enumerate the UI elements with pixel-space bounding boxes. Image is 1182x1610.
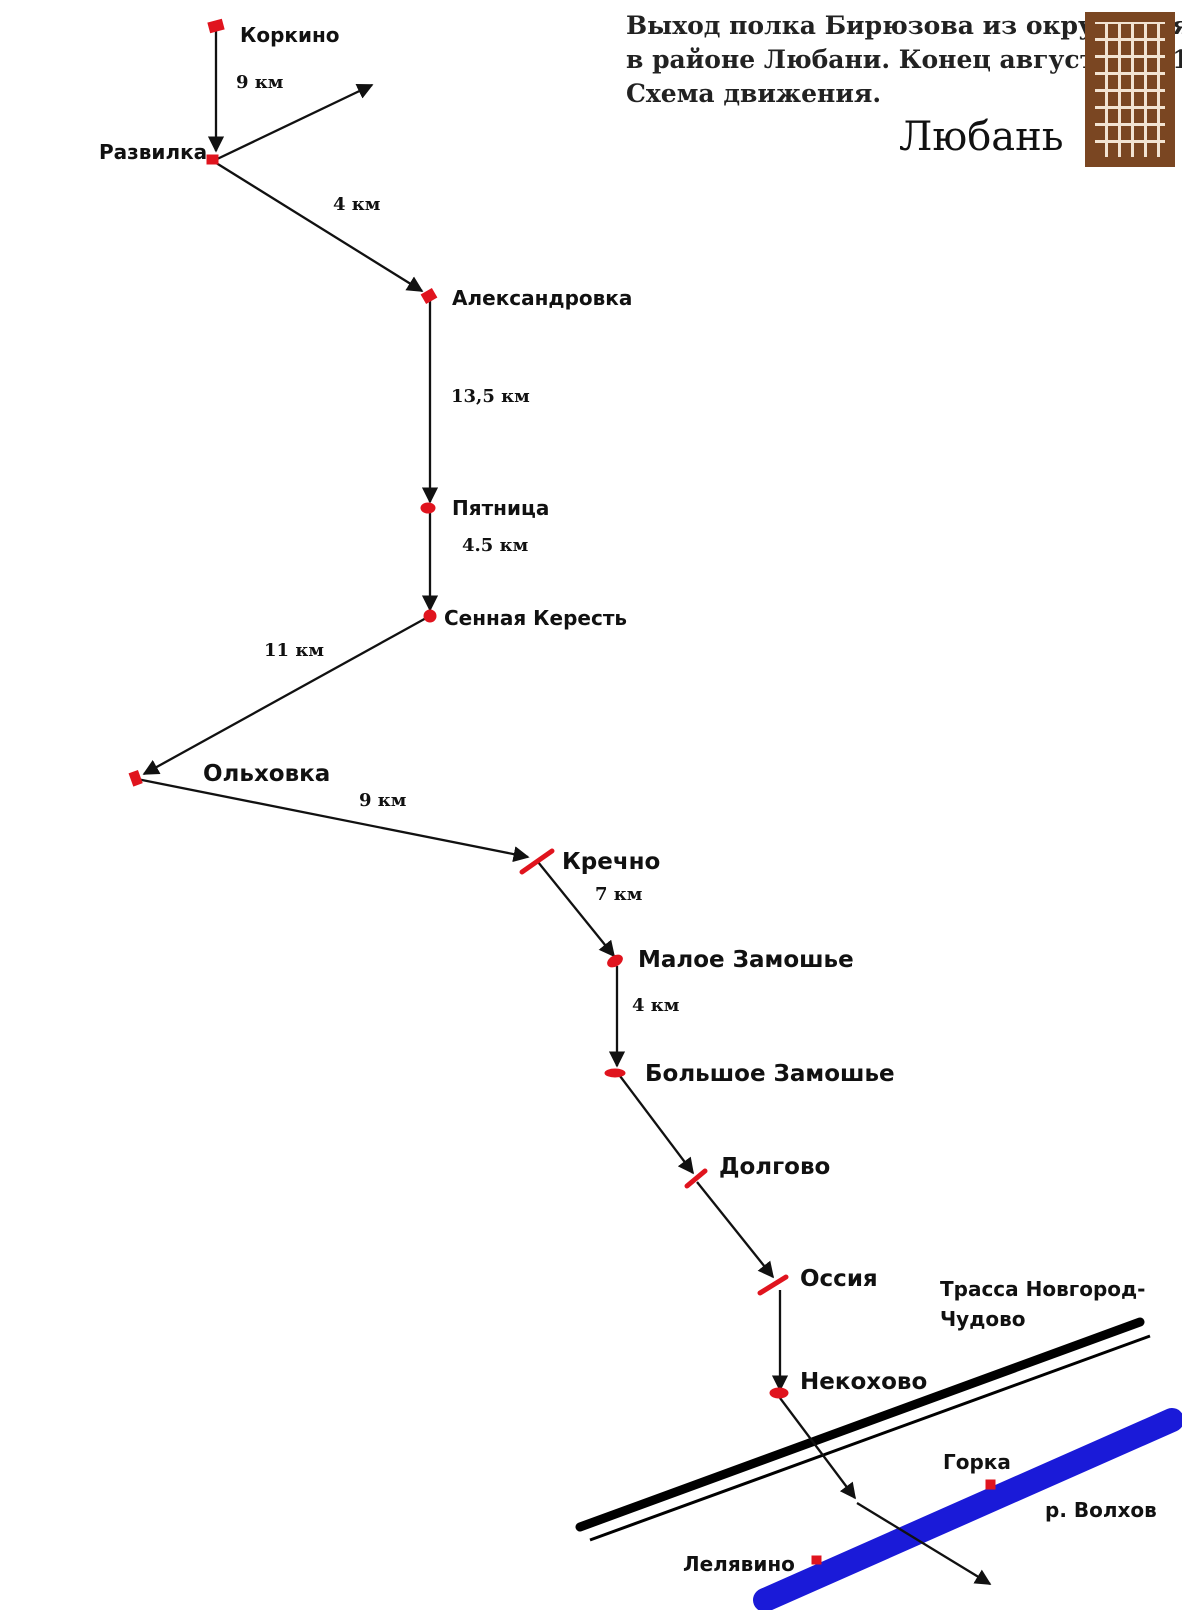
label-maloe-zamoshye: Малое Замошье [638,947,854,973]
route-segment-krechno-maloe [537,861,616,958]
river-label: р. Волхов [1045,1498,1157,1522]
route-segment-crossing-river [856,1502,992,1585]
label-krechno: Кречно [562,849,660,875]
volkhov-river [753,1408,1182,1610]
highway-novgorod-chudovo [575,1317,1151,1542]
label-korkino: Коркино [240,23,340,47]
label-razvilka: Развилка [99,140,207,164]
distance-sennaya-olkhovka: 11 км [264,640,324,661]
label-olkhovka: Ольховка [203,761,330,787]
marker-krechno [519,848,555,875]
marker-razvilka [206,154,219,165]
marker-dolgovo [684,1168,708,1189]
distance-pyatnitsa-sennaya: 4.5 км [462,535,529,556]
label-dolgovo: Долгово [719,1154,830,1180]
luban-coat-of-arms-icon [1085,12,1175,167]
route-segment-razvilka-aleksandrovka [212,160,424,292]
distance-razvilka-aleksandrovka: 4 км [333,194,381,215]
distance-maloe-bolshoe: 4 км [632,995,680,1016]
marker-sennaya-kerest [423,609,437,623]
marker-nekokhovo [769,1387,789,1399]
marker-aleksandrovka [420,287,438,305]
route-branch-arrow [212,83,374,163]
village-markers [128,18,996,1565]
marker-ossiya [757,1274,789,1296]
route [136,28,992,1585]
highway-label-line-2: Чудово [940,1307,1026,1331]
label-ossiya: Оссия [800,1266,878,1292]
distance-olkhovka-krechno: 9 км [359,790,407,811]
marker-korkino [207,18,225,34]
marker-bolshoe-zamoshye [604,1068,626,1078]
route-segment-olkhovka-krechno [136,777,530,863]
route-segment-sennaya-olkhovka [142,615,429,776]
route-segment-bolshoe-dolgovo [619,1075,694,1175]
marker-gorka [985,1479,996,1490]
luban-caption: Любань [899,114,1064,160]
marker-lelyavino [811,1555,822,1565]
label-nekokhovo: Некохово [800,1369,927,1395]
label-bolshoe-zamoshye: Большое Замошье [645,1061,895,1087]
map-title-line-3: Схема движения. [626,79,881,108]
marker-maloe-zamoshye [607,954,623,968]
distance-krechno-maloe: 7 км [595,884,643,905]
label-sennaya-kerest: Сенная Кересть [444,606,627,630]
highway-label-line-1: Трасса Новгород- [940,1277,1145,1301]
route-segment-nekokhovo-crossing [779,1397,856,1500]
label-lelyavino: Лелявино [683,1552,795,1576]
label-aleksandrovka: Александровка [452,286,632,310]
distance-korkino-razvilka: 9 км [236,72,284,93]
marker-olkhovka [128,770,143,787]
marker-pyatnitsa [420,502,436,514]
route-segment-dolgovo-ossiya [696,1181,775,1279]
distance-aleksandrovka-pyatnitsa: 13,5 км [451,386,530,407]
label-gorka: Горка [943,1450,1011,1474]
label-pyatnitsa: Пятница [452,496,549,520]
